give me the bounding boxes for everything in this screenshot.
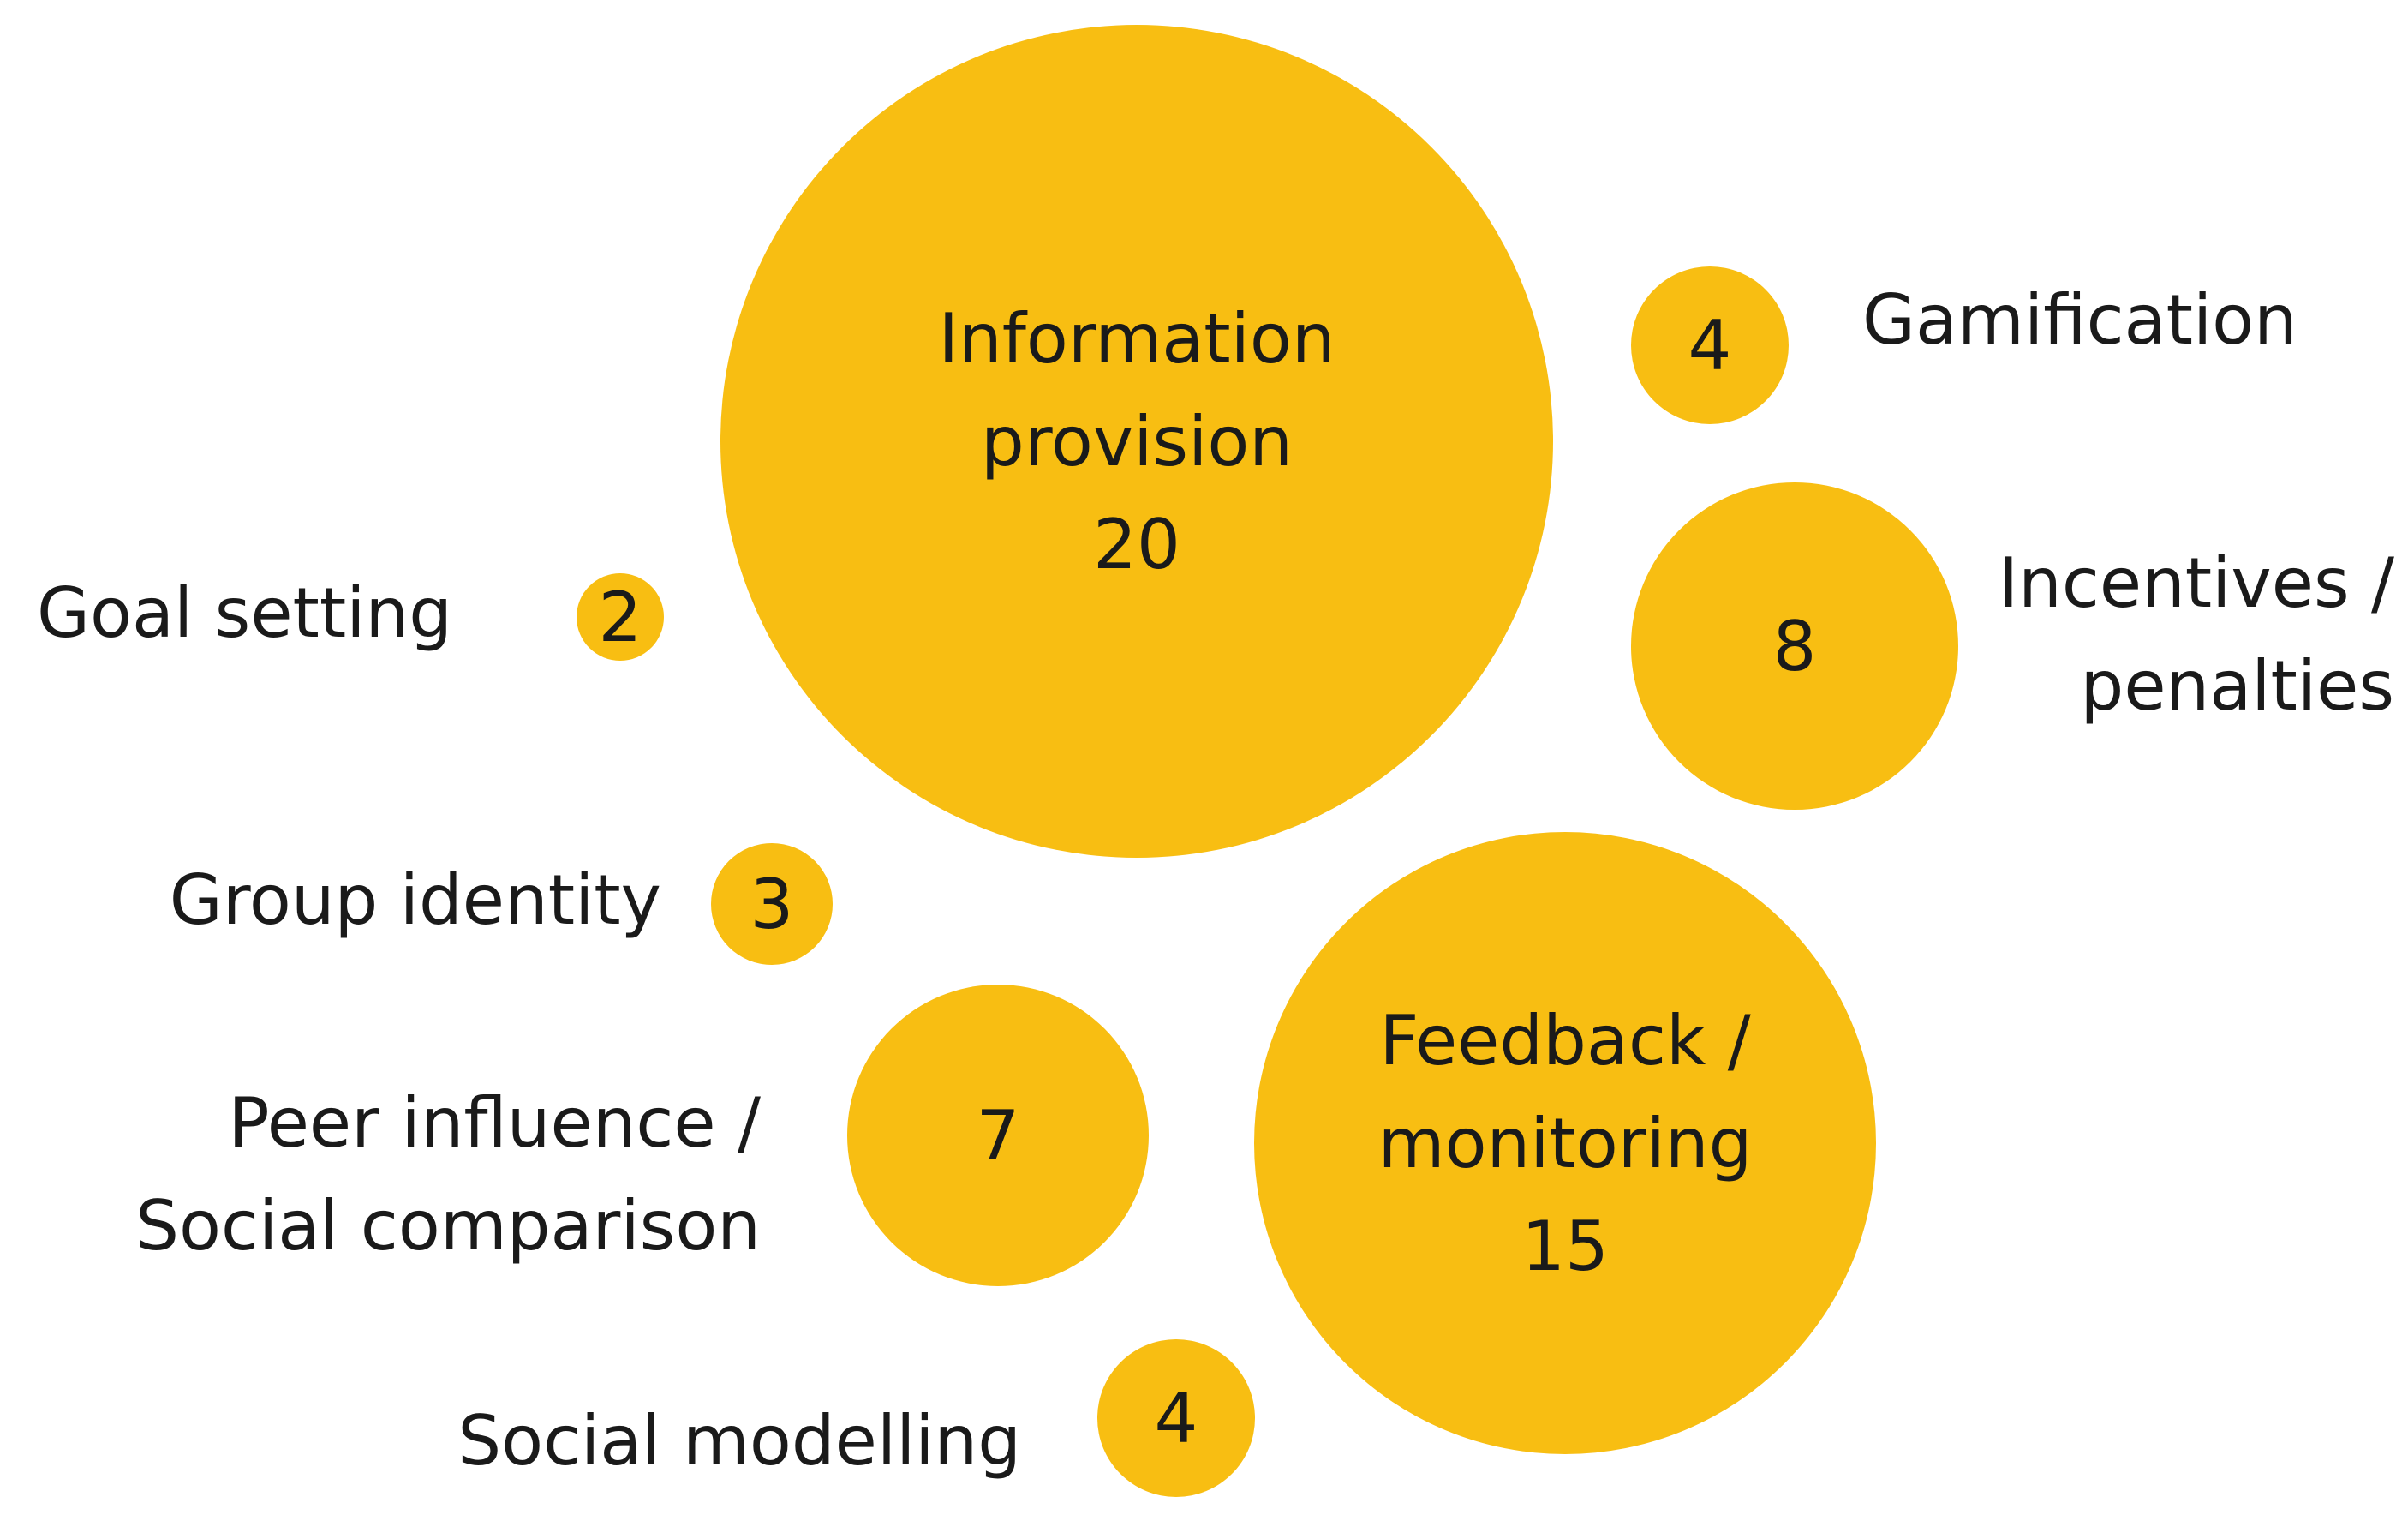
bubble-value-group-identity: 3 [750, 865, 794, 944]
bubble-label-group-identity: Group identity [170, 860, 661, 940]
bubble-social-modelling [1097, 1339, 1255, 1497]
bubble-label-feedback-monitoring: Feedback / [1379, 1001, 1750, 1081]
bubble-feedback-monitoring [1254, 832, 1876, 1454]
bubble-value-peer-influence-social-comparison: 7 [977, 1096, 1020, 1176]
bubble-gamification [1631, 266, 1789, 424]
bubble-incentives-penalties [1631, 482, 1958, 810]
bubble-information-provision [720, 25, 1553, 858]
bubble-value-gamification: 4 [1688, 306, 1732, 386]
bubble-label-feedback-monitoring: monitoring [1378, 1104, 1753, 1183]
bubble-label-goal-setting: Goal setting [37, 573, 452, 653]
bubble-value-information-provision: 20 [1093, 505, 1180, 584]
bubble-label-incentives-penalties: penalties [2081, 646, 2394, 726]
bubble-value-social-modelling: 4 [1155, 1379, 1198, 1458]
bubble-label-information-provision: provision [981, 402, 1293, 482]
bubble-peer-influence-social-comparison [847, 985, 1149, 1286]
bubble-value-feedback-monitoring: 15 [1521, 1207, 1609, 1286]
bubble-label-peer-influence-social-comparison: Social comparison [135, 1186, 761, 1266]
bubble-label-information-provision: Information [938, 299, 1335, 379]
bubble-label-incentives-penalties: Incentives / [1999, 543, 2394, 623]
bubble-group-identity [711, 843, 833, 965]
bubble-label-gamification: Gamification [1862, 280, 2297, 360]
bubble-value-incentives-penalties: 8 [1773, 607, 1817, 686]
bubble-value-goal-setting: 2 [599, 578, 642, 657]
bubble-label-social-modelling: Social modelling [457, 1401, 1021, 1481]
bubble-label-peer-influence-social-comparison: Peer influence / [228, 1083, 761, 1163]
bubble-goal-setting [577, 573, 664, 661]
